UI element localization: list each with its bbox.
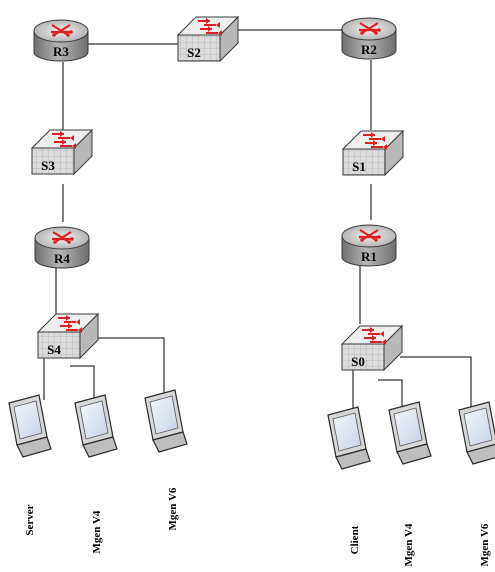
- switch-s4[interactable]: S4: [36, 312, 100, 360]
- routing-arrows-icon: [52, 231, 74, 244]
- router-r4[interactable]: R4: [34, 226, 90, 269]
- routing-arrows-icon: [51, 24, 73, 37]
- host-mgen-v4-right[interactable]: Mgen V4: [388, 401, 432, 566]
- switch-s0[interactable]: S0: [340, 324, 404, 372]
- switch-s1[interactable]: S1: [341, 129, 405, 177]
- monitor-icon: [74, 394, 118, 458]
- host-mgen-v6-left[interactable]: Mgen V6: [144, 389, 188, 530]
- switch-s3[interactable]: S3: [30, 128, 94, 176]
- host-client[interactable]: Client: [327, 406, 371, 554]
- link-s4-mgen-v6-left: [96, 337, 165, 398]
- router-r1[interactable]: R1: [341, 224, 397, 267]
- switch-label: S4: [47, 342, 61, 357]
- router-r2[interactable]: R2: [341, 17, 397, 60]
- router-label: R4: [54, 251, 70, 266]
- links-layer: [43, 29, 472, 412]
- monitor-icon: [388, 401, 432, 465]
- monitor-icon: [144, 389, 188, 453]
- router-label: R3: [53, 44, 69, 59]
- host-mgen-v6-right[interactable]: Mgen V6: [458, 401, 495, 566]
- host-mgen-v4-left[interactable]: Mgen V4: [74, 394, 118, 553]
- switch-label: S1: [352, 159, 366, 174]
- switching-arrows-icon: [198, 18, 222, 36]
- switching-arrows-icon: [363, 132, 387, 150]
- routing-arrows-icon: [359, 22, 381, 35]
- switch-label: S2: [187, 45, 201, 60]
- router-r3[interactable]: R3: [33, 19, 89, 62]
- host-label: Mgen V4: [403, 523, 415, 566]
- router-label: R1: [361, 249, 377, 264]
- switching-arrows-icon: [362, 327, 386, 345]
- switching-arrows-icon: [52, 131, 76, 149]
- host-label: Mgen V4: [91, 510, 103, 553]
- host-label: Client: [349, 525, 361, 554]
- routing-arrows-icon: [359, 229, 381, 242]
- link-s0-mgen-v6-right: [400, 356, 472, 408]
- host-label: Mgen V6: [479, 523, 491, 566]
- link-s4-mgen-v4-left: [70, 365, 95, 400]
- host-label: Mgen V6: [167, 487, 179, 530]
- monitor-icon: [458, 401, 495, 465]
- monitor-icon: [8, 394, 52, 458]
- host-server[interactable]: Server: [8, 394, 52, 536]
- monitor-icon: [327, 406, 371, 470]
- switch-label: S3: [41, 158, 55, 173]
- host-label: Server: [24, 504, 36, 535]
- router-label: R2: [361, 42, 377, 57]
- switch-s2[interactable]: S2: [176, 15, 240, 63]
- switching-arrows-icon: [58, 315, 82, 333]
- link-s0-mgen-v4-right: [378, 379, 403, 408]
- switch-label: S0: [351, 354, 365, 369]
